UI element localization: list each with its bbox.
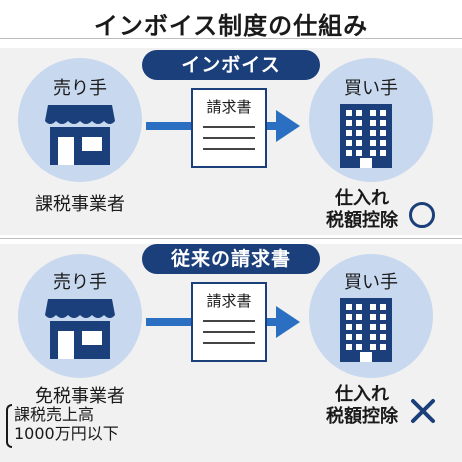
note-bracket bbox=[6, 404, 12, 448]
allowed-circle-icon bbox=[409, 202, 435, 228]
invoice-section-badge: インボイス bbox=[142, 50, 320, 80]
deduction-label: 仕入れ 税額控除 bbox=[318, 188, 406, 232]
divider bbox=[0, 238, 462, 239]
seller-label: 売り手 bbox=[53, 272, 107, 293]
seller-type: 免税事業者 bbox=[35, 386, 125, 407]
building-icon bbox=[340, 298, 392, 362]
arrow-head-icon bbox=[276, 306, 300, 338]
document-line bbox=[203, 342, 255, 344]
building-icon bbox=[340, 104, 392, 168]
conventional-section-badge: 従来の請求書 bbox=[142, 244, 320, 274]
seller-label: 売り手 bbox=[53, 78, 107, 99]
buyer-label: 買い手 bbox=[344, 272, 398, 293]
document-line bbox=[203, 137, 255, 139]
seller-note-line-2: 1000万円以下 bbox=[14, 424, 119, 443]
invoice-document-icon: 請求書 bbox=[191, 88, 267, 168]
not-allowed-cross-icon bbox=[411, 399, 435, 423]
seller-note: 課税売上高 1000万円以下 bbox=[14, 405, 164, 443]
document-line bbox=[203, 148, 255, 150]
diagram-title: インボイス制度の仕組み bbox=[93, 12, 369, 40]
store-icon bbox=[45, 105, 115, 165]
seller-type: 課税事業者 bbox=[35, 194, 125, 215]
arrow-head-icon bbox=[276, 110, 300, 142]
divider bbox=[0, 38, 462, 39]
document-line bbox=[203, 331, 255, 333]
seller-note-line-1: 課税売上高 bbox=[14, 405, 95, 424]
conventional-document-icon: 請求書 bbox=[191, 282, 267, 362]
deduction-label: 仕入れ 税額控除 bbox=[318, 384, 406, 428]
store-icon bbox=[45, 299, 115, 359]
deduction-label-line-1: 仕入れ bbox=[335, 188, 389, 209]
deduction-label-line-2: 税額控除 bbox=[326, 406, 398, 427]
document-line bbox=[203, 320, 255, 322]
document-label: 請求書 bbox=[206, 98, 252, 116]
document-label: 請求書 bbox=[206, 292, 252, 310]
deduction-label-line-1: 仕入れ bbox=[335, 384, 389, 405]
document-line bbox=[203, 126, 255, 128]
deduction-label-line-2: 税額控除 bbox=[326, 210, 398, 231]
buyer-label: 買い手 bbox=[344, 78, 398, 99]
